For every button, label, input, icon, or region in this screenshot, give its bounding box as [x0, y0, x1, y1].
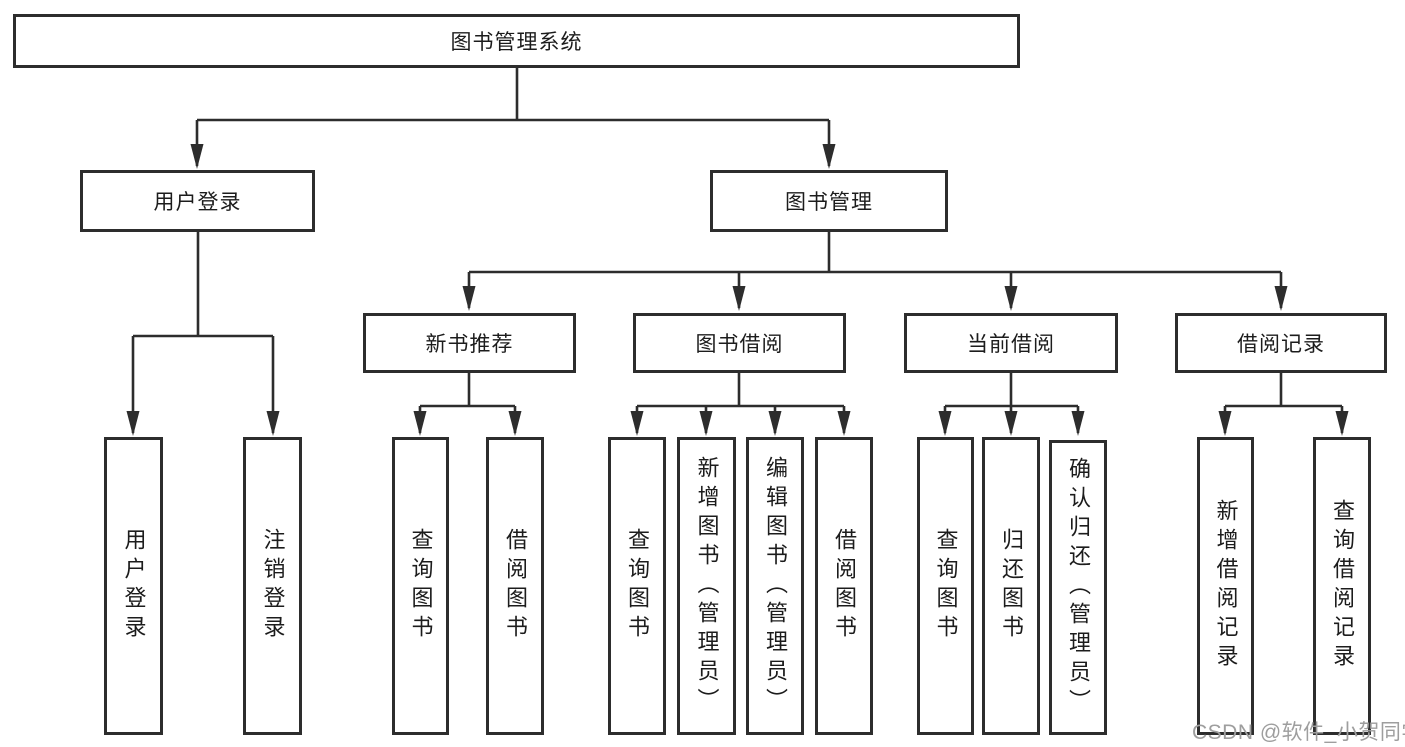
- node-label: 新增借阅记录: [1213, 499, 1239, 673]
- node-new-book-recommend: 新书推荐: [363, 313, 576, 373]
- connector-shafts: [131, 68, 1344, 433]
- leaf-query-books-borrowing: 查询图书: [608, 437, 666, 735]
- node-label: 借阅图书: [832, 528, 857, 644]
- leaf-logout: 注销登录: [243, 437, 302, 735]
- arrowheads: [126, 144, 1349, 436]
- node-label: 借阅图书: [503, 528, 528, 644]
- node-label: 借阅记录: [1237, 333, 1325, 356]
- leaf-query-borrow-record: 查询借阅记录: [1313, 437, 1371, 735]
- csdn-watermark: CSDN @软件_小贺同学: [1192, 721, 1405, 744]
- node-label: 用户登录: [121, 528, 147, 644]
- node-label: 图书管理系统: [450, 31, 583, 54]
- node-book-management: 图书管理: [710, 170, 948, 232]
- node-label: 新书推荐: [425, 333, 514, 356]
- leaf-add-borrow-record: 新增借阅记录: [1197, 437, 1254, 735]
- node-book-borrowing: 图书借阅: [633, 313, 846, 373]
- node-label: 新增图书（管理员）: [694, 455, 720, 717]
- node-label: 图书借阅: [695, 333, 784, 356]
- node-label: 归还图书: [999, 528, 1024, 644]
- node-user-login: 用户登录: [80, 170, 315, 232]
- leaf-add-books-admin: 新增图书（管理员）: [677, 437, 736, 735]
- leaf-confirm-return-admin: 确认归还（管理员）: [1049, 440, 1107, 735]
- leaf-borrow-books-borrowing: 借阅图书: [815, 437, 873, 735]
- node-label: 查询图书: [625, 528, 650, 644]
- leaf-query-books-current: 查询图书: [917, 437, 974, 735]
- node-current-borrowing: 当前借阅: [904, 313, 1118, 373]
- leaf-query-books-newbook: 查询图书: [392, 437, 449, 735]
- node-label: 确认归还（管理员）: [1066, 457, 1091, 718]
- node-library-management-system: 图书管理系统: [13, 14, 1020, 68]
- leaf-user-login: 用户登录: [104, 437, 163, 735]
- node-label: 查询图书: [408, 528, 434, 644]
- node-label: 查询借阅记录: [1330, 499, 1355, 673]
- node-label: 查询图书: [933, 528, 959, 644]
- leaf-edit-books-admin: 编辑图书（管理员）: [746, 437, 804, 735]
- node-label: 当前借阅: [967, 333, 1055, 356]
- node-label: 编辑图书（管理员）: [763, 455, 788, 717]
- node-borrowing-records: 借阅记录: [1175, 313, 1387, 373]
- leaf-borrow-books-newbook: 借阅图书: [486, 437, 544, 735]
- node-label: 用户登录: [153, 191, 242, 214]
- leaf-return-books: 归还图书: [982, 437, 1040, 735]
- node-label: 注销登录: [260, 528, 286, 644]
- node-label: 图书管理: [785, 191, 873, 214]
